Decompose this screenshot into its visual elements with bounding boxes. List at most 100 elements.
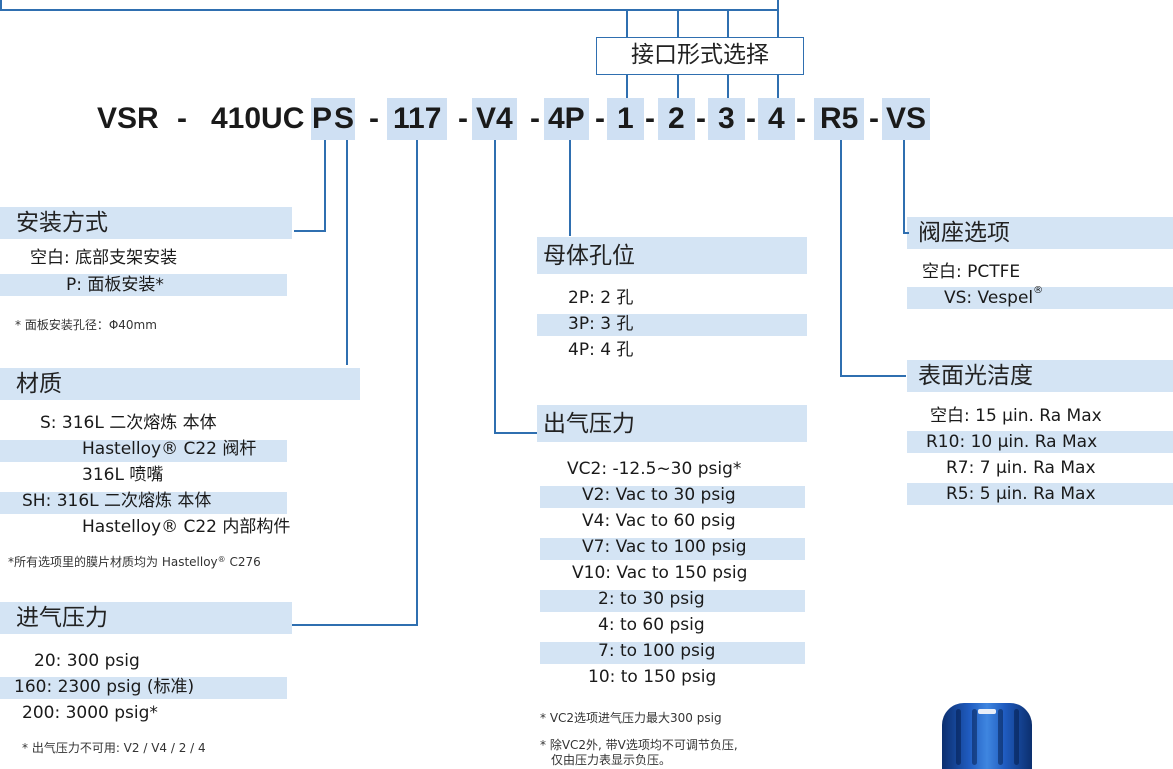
mounting-title: 安装方式 — [16, 210, 108, 236]
outlet-option-v2: V2: Vac to 30 psig — [582, 485, 736, 505]
ports-option-3p: 3P: 3 孔 — [568, 314, 634, 334]
material-header-bg — [0, 368, 360, 400]
code-finish: R5 — [814, 98, 865, 140]
material-stripe-1 — [0, 440, 287, 462]
outlet-line-v — [494, 140, 496, 433]
top-line — [0, 9, 779, 11]
material-note-text: *所有选项里的膜片材质均为 Hastelloy — [8, 555, 218, 569]
outlet-option-v4: V4: Vac to 60 psig — [582, 511, 736, 531]
code-ports: 4P — [544, 98, 589, 140]
outlet-header-bg — [537, 405, 807, 442]
seat-line-h — [903, 232, 909, 234]
interface-feed-4 — [777, 9, 779, 37]
material-sh-hastelloy-name: Hastelloy — [82, 517, 162, 537]
code-dash: - — [869, 102, 879, 135]
mounting-line-v — [324, 140, 326, 231]
finish-option-blank: 空白: 15 μin. Ra Max — [930, 406, 1102, 426]
code-dash: - — [177, 102, 187, 135]
mounting-header-bg — [0, 207, 292, 239]
top-line-right-drop — [777, 0, 779, 10]
code-model: 410UC — [211, 102, 305, 135]
interface-drop-3 — [727, 74, 729, 100]
material-s-hastelloy: Hastelloy® C22 阀杆 — [82, 436, 256, 462]
outlet-option-7: 7: to 100 psig — [598, 641, 716, 661]
ports-option-4p: 4P: 4 孔 — [568, 340, 634, 360]
mounting-option-blank: 空白: 底部支架安装 — [30, 248, 178, 268]
code-option-s: S — [333, 98, 356, 140]
finish-title: 表面光洁度 — [918, 363, 1033, 389]
material-sh-line: SH: 316L 二次熔炼 本体 — [22, 491, 212, 511]
code-interface-2: 2 — [658, 98, 695, 140]
mounting-option-p: P: 面板安装* — [66, 275, 164, 295]
seat-option-blank: 空白: PCTFE — [922, 262, 1021, 282]
finish-option-r10: R10: 10 μin. Ra Max — [926, 432, 1098, 452]
knob-groove — [956, 709, 961, 765]
code-seat-highlight: VS — [882, 98, 931, 140]
outlet-line-h — [494, 432, 538, 434]
outlet-option-v10: V10: Vac to 150 psig — [572, 563, 748, 583]
material-s-line: S: 316L 二次熔炼 本体 — [40, 413, 217, 433]
code-dash: - — [595, 102, 605, 135]
code-outlet: V4 — [472, 98, 517, 140]
outlet-note-2b: 仅由压力表显示负压。 — [551, 753, 672, 767]
finish-stripe-2 — [907, 483, 1173, 505]
outlet-option-v7: V7: Vac to 100 psig — [582, 537, 747, 557]
mounting-option-highlight — [0, 274, 287, 296]
code-s-highlight: S — [333, 98, 356, 140]
code-inlet: 117 — [387, 98, 448, 140]
inlet-option-20: 20: 300 psig — [34, 651, 140, 671]
finish-stripe-1 — [907, 431, 1173, 453]
code-prefix: VSR — [97, 102, 159, 135]
inlet-line-h — [292, 624, 418, 626]
material-s-hastelloy-rest: ® C22 阀杆 — [161, 439, 257, 459]
outlet-stripe-4 — [540, 642, 805, 664]
code-interface-4: 4 — [758, 98, 795, 140]
code-i2-highlight: 2 — [658, 98, 695, 140]
code-interface-1: 1 — [607, 98, 644, 140]
seat-header-bg — [907, 217, 1173, 249]
code-ports-highlight: 4P — [544, 98, 589, 140]
code-dash: - — [369, 102, 379, 135]
code-i1-highlight: 1 — [607, 98, 644, 140]
code-dash: - — [530, 102, 540, 135]
inlet-option-200: 200: 3000 psig* — [22, 703, 158, 723]
material-line-v — [346, 140, 348, 365]
ports-option-2p: 2P: 2 孔 — [568, 288, 634, 308]
knob-groove — [972, 709, 977, 765]
interface-drop-1 — [626, 74, 628, 100]
code-dash: - — [746, 102, 756, 135]
code-dash: - — [796, 102, 806, 135]
outlet-option-vc2: VC2: -12.5~30 psig* — [567, 459, 742, 479]
code-outlet-highlight: V4 — [472, 98, 517, 140]
interface-drop-4 — [777, 74, 779, 100]
knob-groove — [998, 709, 1003, 765]
code-i4-highlight: 4 — [758, 98, 795, 140]
finish-option-r7: R7: 7 μin. Ra Max — [946, 458, 1096, 478]
outlet-option-10: 10: to 150 psig — [588, 667, 717, 687]
knob-logo-mark — [978, 709, 996, 714]
code-seat: VS — [882, 98, 931, 140]
outlet-stripe-2 — [540, 538, 805, 560]
code-dash: - — [645, 102, 655, 135]
seat-line-v — [903, 140, 905, 233]
ports-line-v — [569, 140, 571, 236]
material-note: *所有选项里的膜片材质均为 Hastelloy® C276 — [8, 554, 261, 570]
outlet-stripe-3 — [540, 590, 805, 612]
outlet-option-4: 4: to 60 psig — [598, 615, 705, 635]
seat-option-vs-text: VS: Vespel — [944, 288, 1034, 308]
material-s-hastelloy-name: Hastelloy — [82, 439, 162, 459]
ports-header-bg — [537, 237, 807, 274]
material-title: 材质 — [16, 371, 62, 397]
code-i3-highlight: 3 — [708, 98, 745, 140]
outlet-stripe-1 — [540, 486, 805, 508]
interface-feed-2 — [677, 9, 679, 37]
interface-selection-label: 接口形式选择 — [596, 37, 804, 75]
code-option-p: P — [311, 98, 334, 140]
outlet-note-2a: * 除VC2外, 带V选项均不可调节负压, — [540, 738, 738, 752]
ports-title: 母体孔位 — [543, 243, 635, 269]
interface-drop-2 — [677, 74, 679, 100]
finish-line-h — [840, 375, 906, 377]
regulator-knob-image — [942, 703, 1032, 769]
mounting-note: * 面板安装孔径：Φ40mm — [15, 318, 157, 332]
seat-option-vs-reg: ® — [1033, 285, 1044, 296]
